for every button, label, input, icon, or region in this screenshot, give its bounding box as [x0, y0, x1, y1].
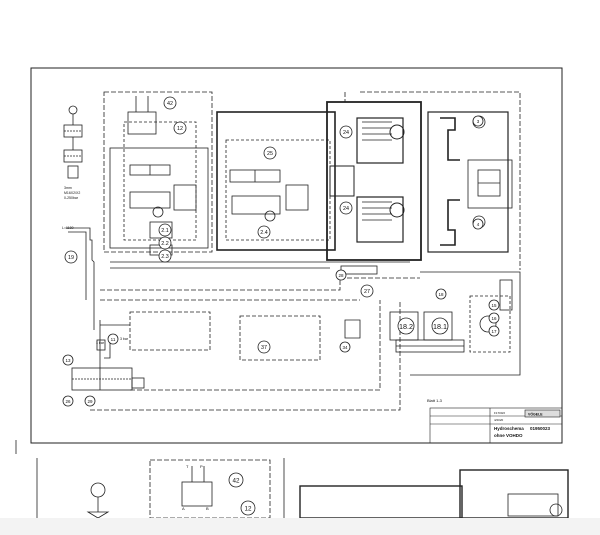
page-label: Blatt 1-3 — [427, 398, 443, 403]
component-bubble — [488, 312, 500, 324]
component-number: 26 — [65, 399, 71, 404]
component-bubble — [431, 317, 449, 335]
component-bubble — [240, 500, 256, 516]
title-line-1: Hydroschema — [494, 426, 524, 431]
component-bubble — [397, 317, 415, 335]
tank-group — [71, 339, 145, 391]
component-bubble — [158, 223, 172, 237]
component-bubble — [107, 333, 119, 345]
component-number: 18.2 — [399, 322, 413, 331]
left-hose-lines — [66, 227, 101, 390]
company-logo-text: VÖGELE — [528, 413, 543, 417]
component-bubble — [435, 288, 447, 300]
bar-label: 1 bar — [96, 341, 105, 345]
component-bubble — [84, 395, 96, 407]
component-bubble — [339, 341, 351, 353]
component-number: 18 — [438, 292, 444, 297]
component-number: 18.1 — [433, 322, 447, 331]
component-bubble — [257, 225, 271, 239]
component-number: 2.2 — [161, 241, 169, 247]
component-number: 13 — [65, 358, 71, 363]
left-note-2: M16X2/X2 — [64, 191, 80, 195]
port-p: P — [200, 464, 203, 469]
middle-lines — [90, 261, 420, 411]
port-b: B — [206, 506, 209, 511]
next-page-preview — [36, 458, 569, 519]
viewer-bottom-strip — [0, 518, 600, 535]
component-number: 24 — [343, 130, 349, 136]
component-number: 25 — [267, 151, 273, 157]
component-number: 34 — [342, 345, 348, 350]
port-a: A — [182, 506, 185, 511]
component-number: 11 — [111, 337, 116, 342]
component-number: 2.3 — [161, 254, 169, 260]
component-bubble — [263, 146, 277, 160]
drawing-number: 01950023 — [530, 426, 551, 431]
component-bubble — [62, 354, 74, 366]
component-number: 3 — [477, 119, 480, 124]
component-bubble — [158, 249, 172, 263]
left-filter-group — [63, 105, 83, 179]
title-small-mid: 4/2020 — [494, 418, 504, 422]
title-block — [429, 407, 563, 444]
left-control-frame — [103, 91, 213, 256]
component-number: 12 — [244, 505, 252, 512]
component-bubble — [472, 115, 484, 127]
component-bubble — [173, 121, 187, 135]
component-bubble — [158, 236, 172, 250]
left-note-3: 0-250bar — [64, 196, 79, 200]
sheet-frame — [30, 67, 563, 444]
component-bubble — [339, 201, 353, 215]
title-small-left: F1700/2 — [494, 411, 505, 415]
pump-block — [326, 91, 521, 270]
component-number: 37 — [261, 345, 267, 351]
title-line-2: ohne VOHDO — [494, 433, 523, 438]
component-bubble — [488, 299, 500, 311]
component-number: 42 — [232, 477, 240, 484]
lower-right-circuit — [389, 271, 521, 376]
component-bubble — [257, 340, 271, 354]
component-number: 2.1 — [161, 228, 169, 234]
component-bubble — [488, 325, 500, 337]
component-bubble — [339, 125, 353, 139]
component-number: 28 — [338, 273, 344, 278]
component-number: 15 — [491, 303, 497, 308]
component-number: 19 — [68, 255, 74, 261]
component-number: 12 — [177, 126, 183, 132]
component-number: 42 — [167, 101, 173, 107]
left-note-1: 3mm — [64, 186, 72, 190]
component-number: 24 — [343, 206, 349, 212]
component-number: 27 — [364, 289, 370, 295]
component-bubble — [62, 395, 74, 407]
component-number: 29 — [87, 399, 93, 404]
component-bubble — [163, 96, 177, 110]
mbar-label: 3 bar — [120, 337, 129, 341]
component-number: 2.4 — [260, 230, 268, 236]
component-bubble — [472, 218, 484, 230]
component-number: 4 — [477, 222, 480, 227]
port-t: T — [186, 464, 189, 469]
component-number: 17 — [491, 329, 497, 334]
component-number: 16 — [491, 316, 497, 321]
middle-control-frame — [216, 111, 336, 251]
component-bubble — [228, 472, 244, 488]
component-bubble — [335, 269, 347, 281]
component-bubble — [64, 250, 78, 264]
right-valve-block — [427, 111, 513, 253]
component-bubble — [360, 284, 374, 298]
